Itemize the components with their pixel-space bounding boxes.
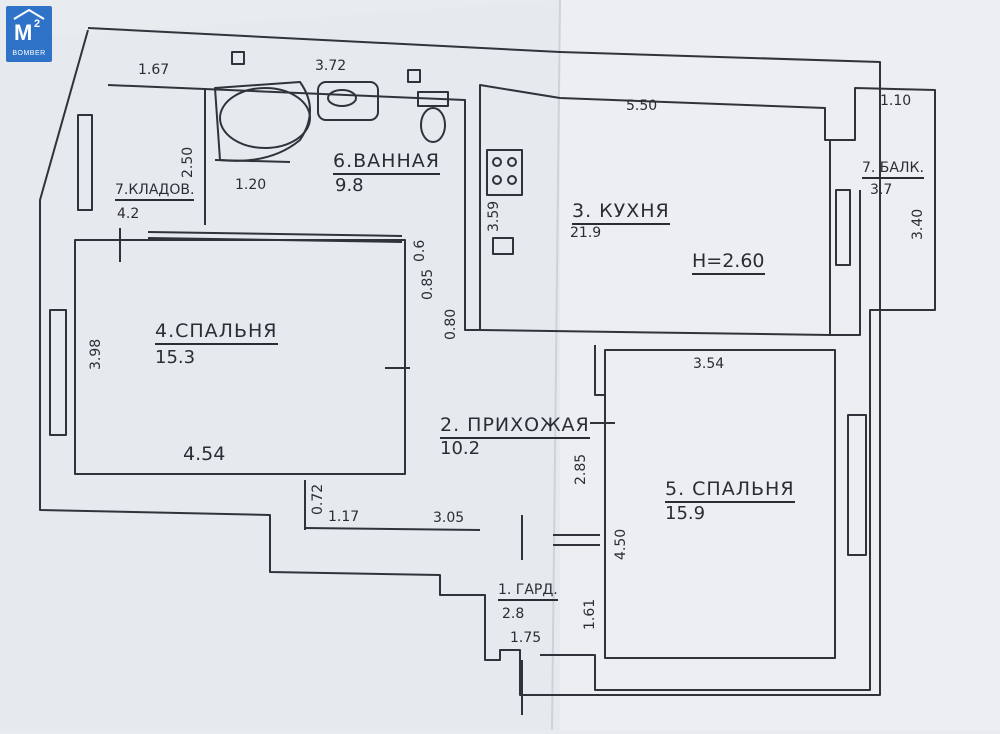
bedroom5-entry-wall <box>594 345 605 396</box>
dimension-label: 0.85 <box>420 268 436 300</box>
paper-sheet-right <box>560 0 1000 730</box>
stove-burner <box>492 175 502 185</box>
dimension-label: 1.61 <box>582 598 598 630</box>
toilet-bowl <box>420 107 446 143</box>
window-bedroom5 <box>847 414 867 556</box>
dimension-label: 0.72 <box>310 483 326 515</box>
room-area-kitchen: 21.9 <box>570 225 602 241</box>
room-area-bath: 9.8 <box>335 175 364 196</box>
room-name-bedroom5: 5. СПАЛЬНЯ <box>665 478 795 503</box>
window-bedroom4 <box>49 309 67 436</box>
room-area-bedroom5: 15.9 <box>665 503 706 524</box>
bedroom4-walls <box>74 239 406 475</box>
dimension-label: 3.72 <box>315 58 347 74</box>
vent-shaft <box>407 69 421 83</box>
stove <box>486 149 523 196</box>
stove-burner <box>507 175 517 185</box>
dimension-label: 2.85 <box>573 453 589 485</box>
room-name-storage: 7.КЛАДОВ. <box>115 182 195 201</box>
room-area-bedroom4: 15.3 <box>155 347 196 368</box>
brand-logo: M 2 BOMBER <box>6 6 52 62</box>
bath-bedroom-wall2 <box>147 231 403 237</box>
dimension-label: 3.40 <box>910 208 926 240</box>
dimension-label: 4.50 <box>613 528 629 560</box>
dimension-label: 4.54 <box>183 443 226 465</box>
kitchen-right-wall <box>829 140 861 336</box>
window-kitchen <box>835 189 851 266</box>
room-area-balcony: 3.7 <box>870 182 893 198</box>
room-area-wardrobe: 2.8 <box>502 606 525 622</box>
dimension-label: 1.20 <box>235 177 267 193</box>
room-name-kitchen: 3. КУХНЯ <box>572 200 670 225</box>
room-area-storage: 4.2 <box>117 206 140 222</box>
outer-wall-inner <box>107 84 936 691</box>
bathtub-inner <box>219 87 311 149</box>
paper-sheet-left <box>0 0 560 730</box>
dimension-label: 1.10 <box>880 93 912 109</box>
outer-wall <box>39 27 881 696</box>
dimension-label: 3.54 <box>693 356 725 372</box>
wardrobe-wall <box>304 527 481 531</box>
room-name-hall: 2. ПРИХОЖАЯ <box>440 414 590 439</box>
window-bath <box>77 114 93 211</box>
dimension-label: 0.80 <box>443 308 459 340</box>
dimension-label: 5.50 <box>626 98 658 114</box>
paper-fold <box>551 0 561 731</box>
logo-superscript: 2 <box>34 18 41 30</box>
dimension-label: 3.05 <box>433 510 465 526</box>
logo-text: M <box>14 20 33 45</box>
toilet-tank <box>417 91 449 107</box>
room-name-bath: 6.ВАННАЯ <box>333 150 440 175</box>
dimension-label: 0.6 <box>412 239 428 262</box>
dimension-label: 2.50 <box>180 146 196 178</box>
room-name-balcony: 7. БАЛК. <box>862 160 924 179</box>
bedroom5-walls <box>604 349 836 659</box>
vent-shaft <box>231 51 245 65</box>
ceiling-height: H=2.60 <box>692 250 765 275</box>
dimension-label: 3.98 <box>88 338 104 370</box>
room-name-bedroom4: 4.СПАЛЬНЯ <box>155 320 278 345</box>
room-name-wardrobe: 1. ГАРД. <box>498 582 558 601</box>
logo-subtitle: BOMBER <box>12 50 46 57</box>
stove-burner <box>507 157 517 167</box>
kitchen-bottom-wall <box>479 329 831 336</box>
kitchen-sink <box>492 237 514 255</box>
sink-bowl <box>327 89 357 107</box>
dimension-label: 1.67 <box>138 62 170 78</box>
dimension-label: 3.59 <box>486 200 502 232</box>
dimension-label: 1.17 <box>328 509 360 525</box>
room-area-hall: 10.2 <box>440 438 481 459</box>
dimension-label: 1.75 <box>510 630 542 646</box>
bath-partition <box>214 159 291 163</box>
house-roof-icon <box>13 8 45 20</box>
sink <box>317 81 379 121</box>
stove-burner <box>492 157 502 167</box>
